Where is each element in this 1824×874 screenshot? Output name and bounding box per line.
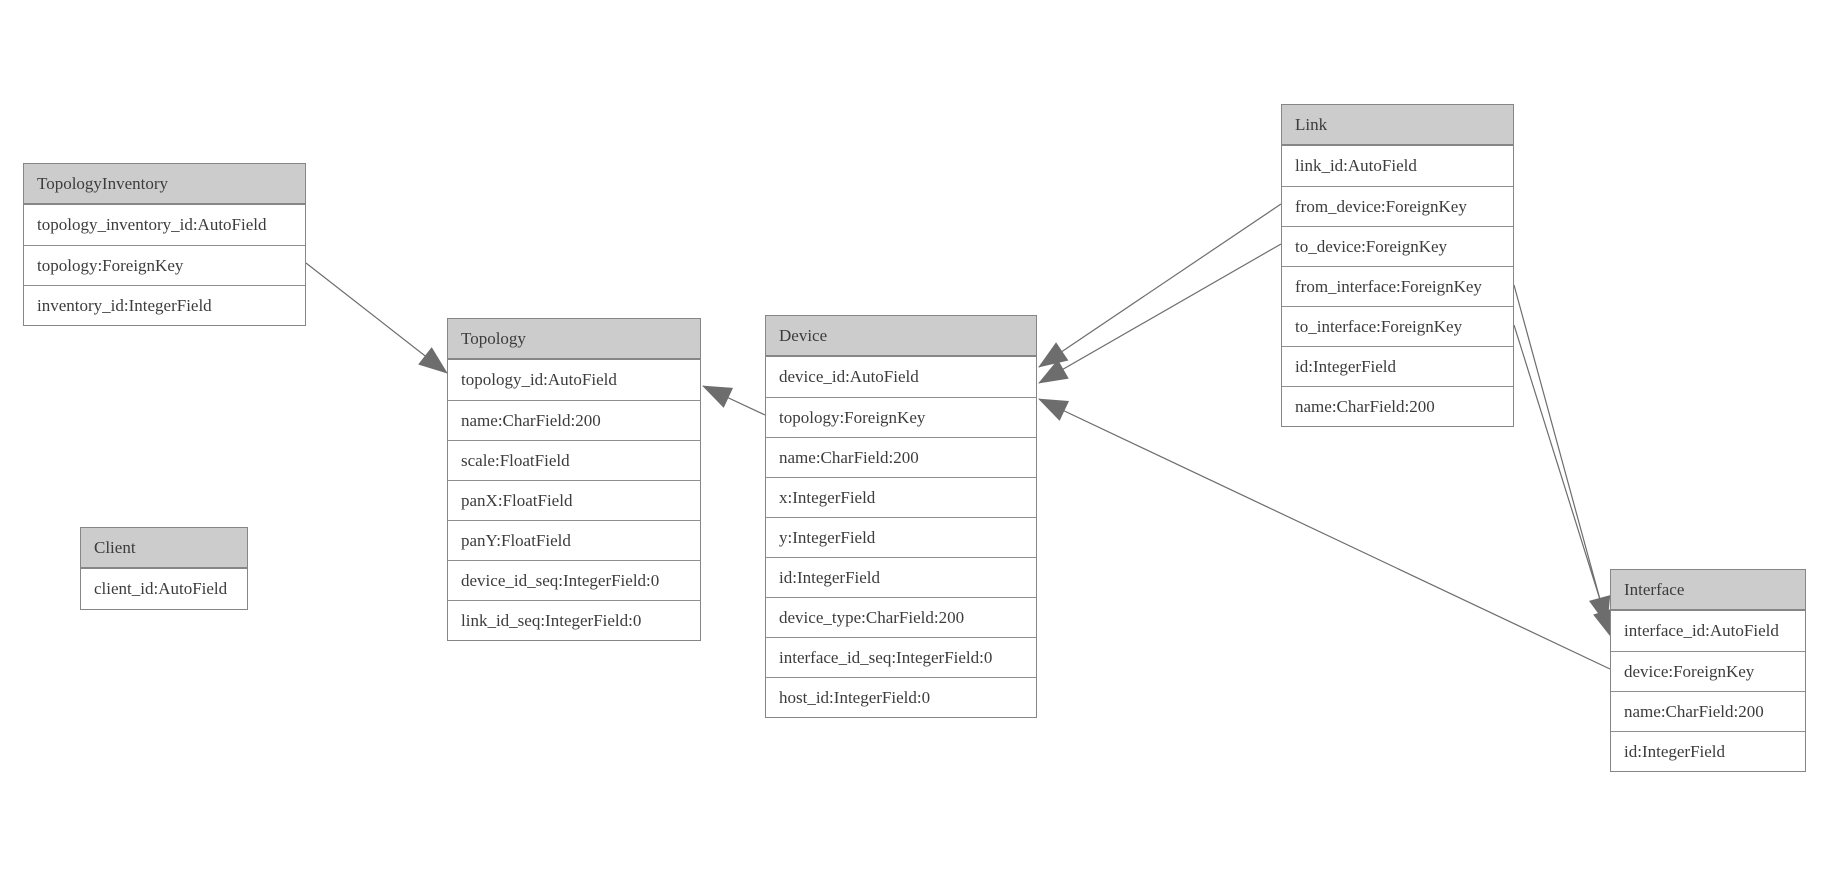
entity-link[interactable]: Link link_id:AutoField from_device:Forei… [1281,104,1514,427]
field-pany: panY:FloatField [448,520,700,560]
field-client_id: client_id:AutoField [81,569,247,609]
entity-client[interactable]: Client client_id:AutoField [80,527,248,610]
field-link_id: link_id:AutoField [1282,146,1513,186]
field-interface-id: id:IntegerField [1611,731,1805,771]
field-interface-device: device:ForeignKey [1611,651,1805,691]
relation-line-link-to_interface-to-interface [1513,324,1615,639]
field-device-name: name:CharField:200 [766,437,1036,477]
relation-line-link-from_interface-to-interface [1513,284,1611,626]
field-interface_id_seq: interface_id_seq:IntegerField:0 [766,637,1036,677]
entity-topology-title: Topology [448,319,700,360]
entity-topologyinventory-title: TopologyInventory [24,164,305,205]
entity-topologyinventory[interactable]: TopologyInventory topology_inventory_id:… [23,163,306,326]
field-interface-name: name:CharField:200 [1611,691,1805,731]
field-topology_id: topology_id:AutoField [448,360,700,400]
field-device_id_seq: device_id_seq:IntegerField:0 [448,560,700,600]
field-to_interface: to_interface:ForeignKey [1282,306,1513,346]
entity-interface-title: Interface [1611,570,1805,611]
field-panx: panX:FloatField [448,480,700,520]
field-to_device: to_device:ForeignKey [1282,226,1513,266]
field-link_id_seq: link_id_seq:IntegerField:0 [448,600,700,640]
entity-device-title: Device [766,316,1036,357]
entity-link-title: Link [1282,105,1513,146]
field-from_interface: from_interface:ForeignKey [1282,266,1513,306]
entity-client-title: Client [81,528,247,569]
relation-line-link-from_device-to-device [1038,203,1282,368]
field-inventory_id: inventory_id:IntegerField [24,285,305,325]
field-device_id: device_id:AutoField [766,357,1036,397]
relation-line-interface-device-to-device [1038,398,1611,670]
entity-topology[interactable]: Topology topology_id:AutoField name:Char… [447,318,701,641]
field-topology-name: name:CharField:200 [448,400,700,440]
field-topologyinventory-topology: topology:ForeignKey [24,245,305,285]
relation-line-device-topology-to-topology [702,385,766,416]
relation-line-link-to_device-to-device [1038,243,1282,384]
field-device-topology: topology:ForeignKey [766,397,1036,437]
entity-device[interactable]: Device device_id:AutoField topology:Fore… [765,315,1037,718]
field-y: y:IntegerField [766,517,1036,557]
field-device-id: id:IntegerField [766,557,1036,597]
field-scale: scale:FloatField [448,440,700,480]
field-from_device: from_device:ForeignKey [1282,186,1513,226]
relation-line-topologyinventory-topology-to-topology [305,262,448,374]
field-topology_inventory_id: topology_inventory_id:AutoField [24,205,305,245]
field-x: x:IntegerField [766,477,1036,517]
field-host_id: host_id:IntegerField:0 [766,677,1036,717]
field-device_type: device_type:CharField:200 [766,597,1036,637]
field-link-id: id:IntegerField [1282,346,1513,386]
field-interface_id: interface_id:AutoField [1611,611,1805,651]
field-link-name: name:CharField:200 [1282,386,1513,426]
entity-interface[interactable]: Interface interface_id:AutoField device:… [1610,569,1806,772]
